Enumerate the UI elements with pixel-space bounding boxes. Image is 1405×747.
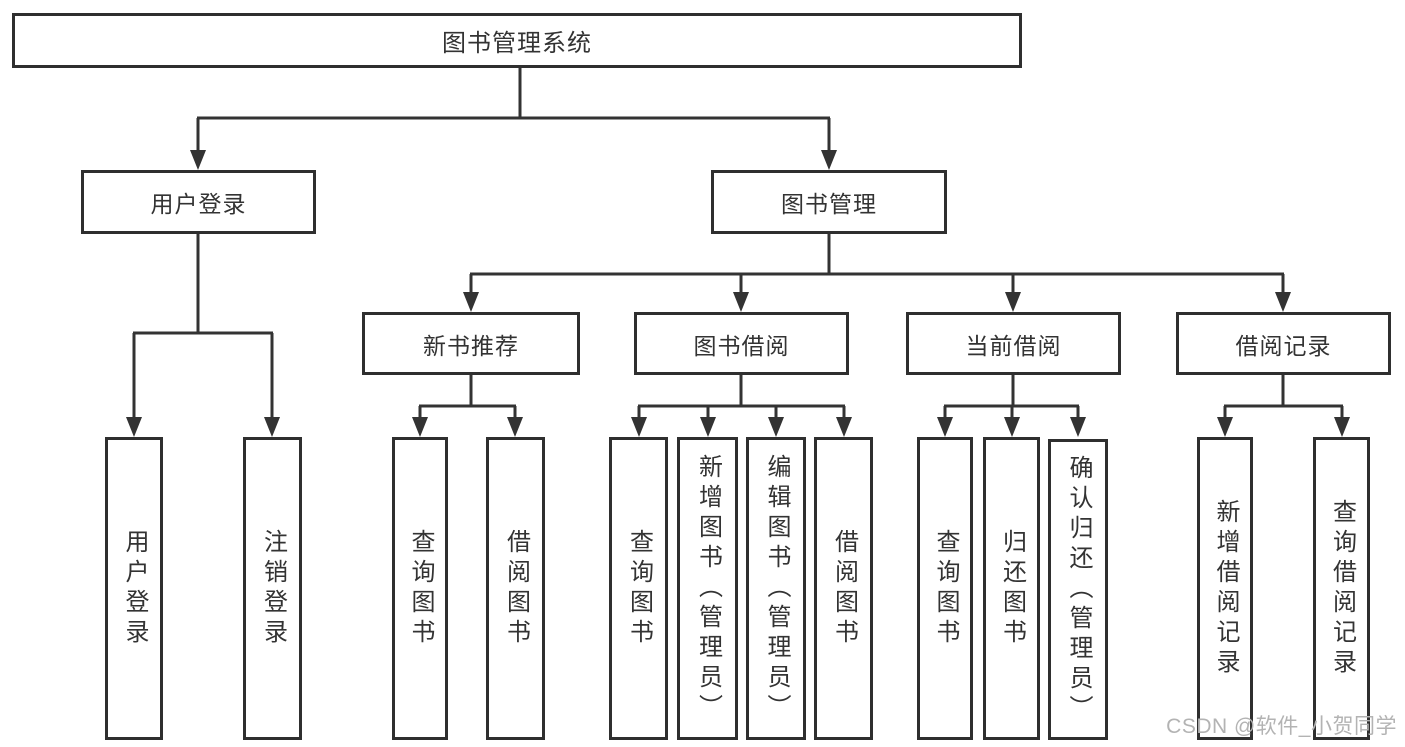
node-book-borrow: 图书借阅 [634,312,849,375]
leaf-query-books-1: 查询图书 [392,437,448,740]
leaf-return-books: 归还图书 [983,437,1040,740]
node-current-borrow: 当前借阅 [906,312,1121,375]
leaf-add-borrow-record: 新增借阅记录 [1197,437,1253,740]
leaf-add-books-admin-label: 新增图书（管理员） [694,453,722,724]
leaf-logout-label: 注销登录 [259,528,287,649]
node-new-book-recommend-label: 新书推荐 [423,332,519,359]
leaf-query-books-2: 查询图书 [609,437,668,740]
node-borrow-records-label: 借阅记录 [1235,332,1332,359]
leaf-query-books-3: 查询图书 [917,437,973,740]
leaf-query-borrow-record: 查询借阅记录 [1313,437,1370,740]
node-root-system: 图书管理系统 [12,13,1022,68]
leaf-add-borrow-record-label: 新增借阅记录 [1212,498,1239,679]
leaf-query-books-1-label: 查询图书 [407,528,434,649]
leaf-user-login-label: 用户登录 [121,528,148,649]
leaf-borrow-books-2: 借阅图书 [814,437,873,740]
node-root-label: 图书管理系统 [442,30,592,57]
leaf-return-books-label: 归还图书 [998,528,1026,649]
leaf-user-login: 用户登录 [105,437,163,740]
node-book-management: 图书管理 [711,170,947,234]
node-book-borrow-label: 图书借阅 [693,332,790,359]
leaf-borrow-books-1-label: 借阅图书 [502,528,530,649]
leaf-query-borrow-record-label: 查询借阅记录 [1328,498,1356,679]
node-user-login-label: 用户登录 [150,191,247,217]
arrowheads [126,150,1350,437]
leaf-query-books-3-label: 查询图书 [932,528,959,649]
leaf-confirm-return-admin: 确认归还（管理员） [1048,439,1108,740]
leaf-add-books-admin: 新增图书（管理员） [677,437,738,740]
leaf-query-books-2-label: 查询图书 [625,528,653,649]
leaf-logout: 注销登录 [243,437,302,740]
leaf-edit-books-admin: 编辑图书（管理员） [746,437,806,740]
leaf-borrow-books-1: 借阅图书 [486,437,545,740]
leaf-confirm-return-admin-label: 确认归还（管理员） [1065,454,1092,725]
node-current-borrow-label: 当前借阅 [965,332,1062,359]
node-book-management-label: 图书管理 [781,191,877,217]
node-borrow-records: 借阅记录 [1176,312,1391,375]
node-new-book-recommend: 新书推荐 [362,312,580,375]
node-user-login: 用户登录 [81,170,316,234]
leaf-edit-books-admin-label: 编辑图书（管理员） [763,453,790,724]
leaf-borrow-books-2-label: 借阅图书 [830,528,858,649]
